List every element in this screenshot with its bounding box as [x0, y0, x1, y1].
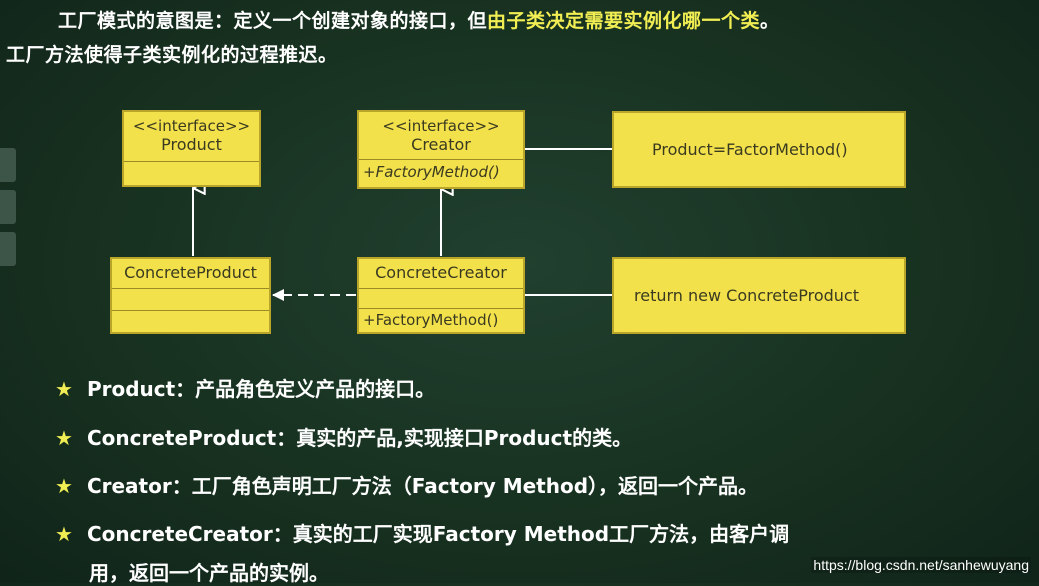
- creator-interface-box: <<interface>> Creator +FactoryMethod(): [357, 110, 525, 189]
- product-name: Product: [161, 135, 222, 154]
- bullet-concrete-creator-continued: 用，返回一个产品的实例。: [89, 557, 329, 586]
- creator-stereotype: <<interface>>: [382, 117, 500, 135]
- star-icon: ★: [55, 474, 73, 498]
- bullet-text: 用，返回一个产品的实例。: [89, 561, 329, 585]
- concrete-creator-operation: +FactoryMethod(): [363, 311, 499, 329]
- intent-statement: 工厂模式的意图是：定义一个创建对象的接口，但由子类决定需要实例化哪一个类。: [58, 6, 780, 33]
- side-tab-2[interactable]: [0, 190, 16, 224]
- product-stereotype: <<interface>>: [132, 117, 251, 135]
- product-operations: [124, 162, 259, 185]
- bullet-concrete-product: ★ ConcreteProduct：真实的产品,实现接口Product的类。: [55, 422, 632, 451]
- bullet-product: ★ Product：产品角色定义产品的接口。: [55, 373, 435, 402]
- watermark-url: https://blog.csdn.net/sanhewuyang: [811, 557, 1031, 573]
- concrete-product-operations: [112, 311, 269, 332]
- concrete-product-attributes: [112, 289, 269, 311]
- star-icon: ★: [55, 377, 73, 401]
- star-icon: ★: [55, 426, 73, 450]
- note-concrete-creator-text: return new ConcreteProduct: [634, 286, 859, 305]
- side-tab-3[interactable]: [0, 232, 16, 266]
- bullet-text: Product：产品角色定义产品的接口。: [86, 377, 436, 401]
- note-creator: Product=FactorMethod(): [612, 111, 906, 188]
- product-header: <<interface>> Product: [124, 112, 259, 162]
- bullet-concrete-creator: ★ ConcreteCreator：真实的工厂实现Factory Method工厂…: [55, 518, 789, 547]
- side-tab-1[interactable]: [0, 148, 16, 182]
- intent-prefix: 工厂模式的意图是：定义一个创建对象的接口，但: [58, 10, 488, 32]
- concrete-product-name: ConcreteProduct: [112, 259, 269, 289]
- concrete-creator-attributes: [359, 289, 523, 309]
- concrete-creator-name: ConcreteCreator: [359, 259, 523, 289]
- creator-name: Creator: [411, 135, 471, 154]
- note-creator-text: Product=FactorMethod(): [652, 140, 848, 159]
- bullet-text: ConcreteProduct：真实的产品,实现接口Product的类。: [86, 426, 633, 450]
- intent-suffix: 。: [760, 10, 780, 32]
- creator-operation: +FactoryMethod(): [363, 163, 500, 181]
- bullet-text: Creator：工厂角色声明工厂方法（Factory Method），返回一个产…: [86, 474, 759, 498]
- product-interface-box: <<interface>> Product: [122, 110, 261, 187]
- note-concrete-creator: return new ConcreteProduct: [612, 257, 906, 334]
- intent-highlight: 由子类决定需要实例化哪一个类: [487, 10, 761, 32]
- bullet-text: ConcreteCreator：真实的工厂实现Factory Method工厂方…: [86, 522, 790, 546]
- star-icon: ★: [55, 522, 73, 546]
- concrete-creator-box: ConcreteCreator +FactoryMethod(): [357, 257, 525, 334]
- creator-header: <<interface>> Creator: [359, 112, 523, 160]
- bullet-creator: ★ Creator：工厂角色声明工厂方法（Factory Method），返回一个…: [55, 470, 758, 499]
- concrete-product-box: ConcreteProduct: [110, 257, 271, 334]
- deferral-statement: 工厂方法使得子类实例化的过程推迟。: [6, 44, 338, 66]
